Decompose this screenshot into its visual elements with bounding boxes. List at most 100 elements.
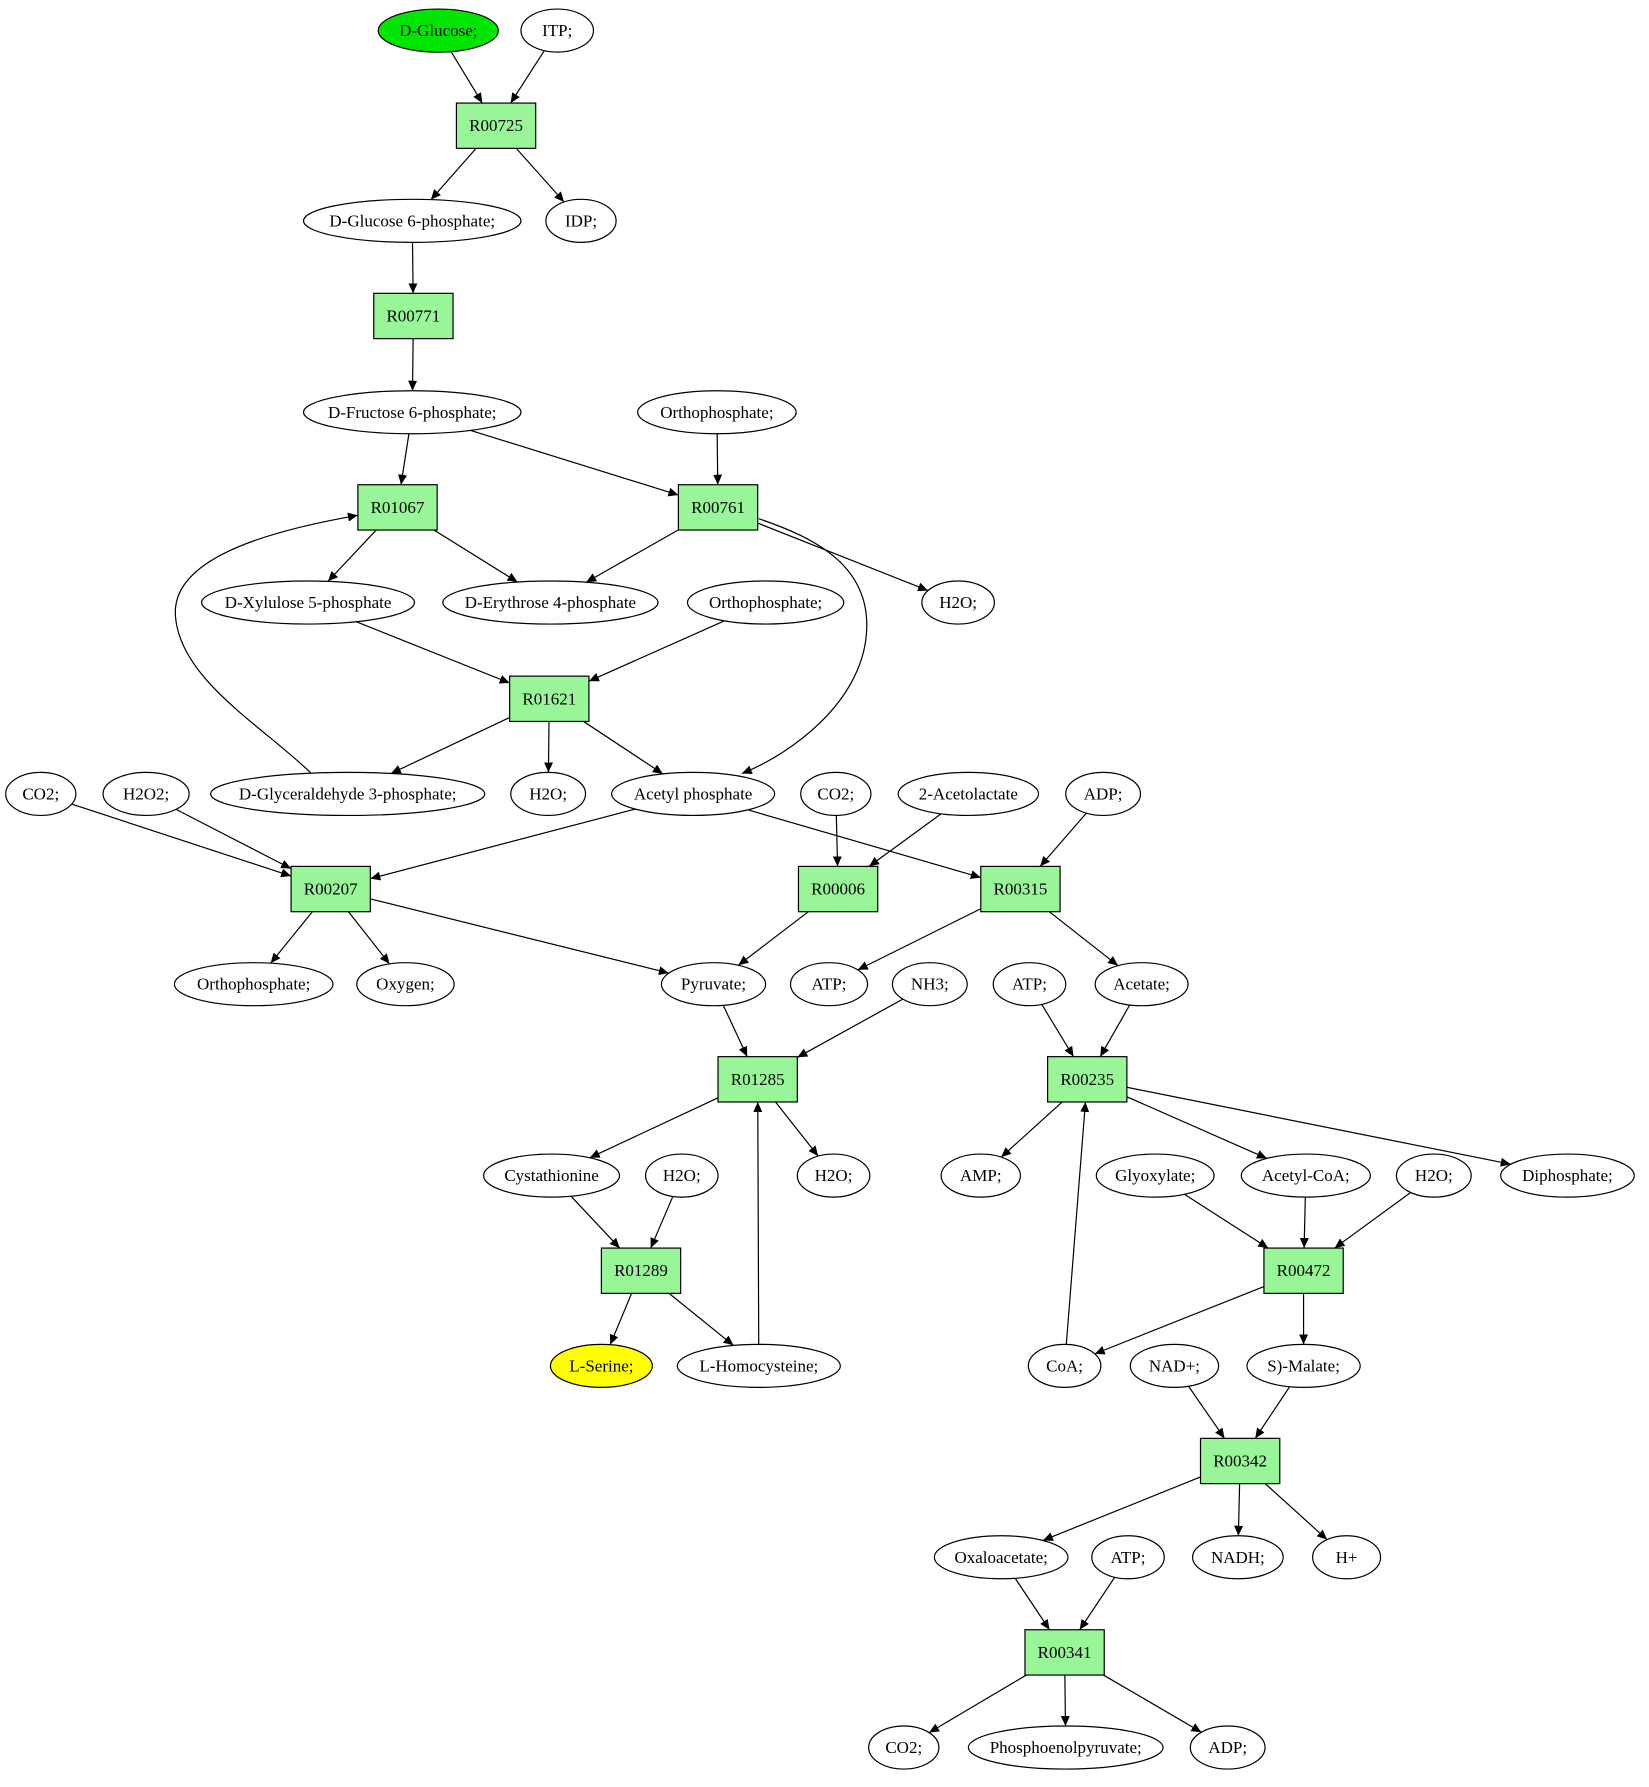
compound-ellipse	[1395, 1153, 1472, 1198]
compound-ellipse	[1094, 962, 1189, 1007]
edge-line	[757, 522, 929, 592]
node-label: R00341	[1038, 1643, 1092, 1662]
node-label: R00725	[469, 116, 523, 135]
compound-ellipse	[789, 962, 869, 1007]
compound-ellipse	[520, 8, 595, 53]
compound-node-gap: D-Glyceraldehyde 3-phosphate;	[210, 771, 486, 817]
node-label: Orthophosphate;	[709, 593, 822, 612]
edge-line	[1334, 1192, 1412, 1249]
reaction-node-r00207: R00207	[290, 865, 371, 913]
compound-node-atp1: ATP;	[789, 962, 869, 1007]
compound-node-e4p: D-Erythrose 4-phosphate	[442, 580, 659, 625]
compound-node-pi1: Orthophosphate;	[637, 390, 797, 435]
compound-node-acp: Acetyl phosphate	[610, 771, 776, 817]
compound-ellipse	[1240, 1153, 1371, 1198]
edge-r00761-to-e4p	[585, 529, 679, 583]
compound-node-g6p: D-Glucose 6-phosphate;	[302, 198, 522, 243]
edge-line	[747, 809, 981, 880]
edge-line	[857, 908, 982, 971]
node-label: AMP;	[960, 1166, 1002, 1185]
node-label: D-Fructose 6-phosphate;	[328, 403, 497, 422]
edge-line	[589, 1097, 719, 1159]
edge-hcy-to-r01285	[753, 1101, 763, 1345]
compound-ellipse	[940, 1153, 1022, 1198]
node-label: R01289	[614, 1261, 668, 1280]
edge-oaa-to-r00341	[1014, 1577, 1050, 1631]
compound-node-cth: Cystathionine	[483, 1153, 621, 1198]
edge-r01285-to-cth	[589, 1097, 719, 1159]
node-label: R00761	[691, 498, 745, 517]
node-label: R00207	[304, 880, 358, 899]
compound-ellipse	[637, 390, 797, 435]
node-label: Orthophosphate;	[197, 975, 310, 994]
target-compound-ellipse	[549, 1343, 653, 1388]
node-label: R01621	[522, 689, 576, 708]
reaction-node-r00235: R00235	[1047, 1056, 1128, 1103]
compound-ellipse	[102, 771, 190, 817]
compound-node-ser: L-Serine;	[549, 1343, 653, 1388]
edge-line	[470, 429, 679, 497]
compound-node-nad: NAD+;	[1129, 1343, 1220, 1388]
edge-line	[370, 898, 670, 976]
edge-line	[450, 51, 483, 104]
compound-ellipse	[356, 962, 455, 1007]
edge-gap-to-r01067	[174, 512, 358, 773]
reaction-box	[357, 484, 438, 531]
edge-line	[510, 50, 545, 104]
compound-node-pi3: Orthophosphate;	[173, 962, 334, 1007]
edge-line	[515, 147, 565, 203]
compound-ellipse	[1312, 1535, 1382, 1580]
edge-line	[583, 720, 664, 775]
node-label: L-Serine;	[569, 1356, 633, 1375]
edge-line	[327, 529, 377, 582]
edge-line	[430, 147, 477, 201]
compound-node-itp: ITP;	[520, 8, 595, 53]
edge-line	[722, 1005, 748, 1057]
edge-line	[797, 998, 904, 1058]
edge-line	[585, 529, 679, 583]
edge-coa-to-r00235	[1065, 1101, 1090, 1345]
edge-line	[868, 813, 942, 867]
node-label: R00342	[1213, 1451, 1267, 1470]
reaction-box	[677, 484, 759, 531]
edge-line	[1079, 1576, 1116, 1631]
compound-ellipse	[660, 962, 767, 1007]
node-label: R00235	[1060, 1070, 1114, 1089]
edge-co2b-to-r00006	[832, 815, 842, 867]
reaction-node-r00315: R00315	[980, 865, 1061, 913]
compound-node-nh3: NH3;	[891, 962, 968, 1007]
reaction-box	[1024, 1629, 1105, 1676]
compound-ellipse	[1189, 1725, 1266, 1770]
node-label: ATP;	[812, 975, 847, 994]
reaction-node-r00342: R00342	[1199, 1437, 1281, 1485]
node-label: H2O;	[663, 1166, 701, 1185]
compound-ellipse	[5, 771, 77, 817]
edge-line	[175, 808, 292, 870]
edge-line	[609, 1293, 633, 1345]
reaction-node-r00761: R00761	[677, 484, 759, 531]
compound-ellipse	[967, 1725, 1164, 1770]
compound-ellipse	[302, 390, 522, 435]
compound-ellipse	[800, 771, 872, 817]
edge-h2o4-to-r01289	[650, 1196, 674, 1249]
edge-line	[737, 911, 809, 966]
edge-line	[1099, 1004, 1131, 1057]
edge-r01621-to-h2o3	[544, 721, 554, 773]
edge-r00771-to-f6p	[408, 338, 418, 391]
edge-r00207-to-pi3	[270, 911, 313, 964]
compound-node-co2b: CO2;	[800, 771, 872, 817]
compound-node-adp2: ADP;	[1189, 1725, 1266, 1770]
compound-ellipse	[1129, 1343, 1220, 1388]
compound-node-adp1: ADP;	[1065, 771, 1142, 817]
edge-r00235-to-ppi	[1126, 1086, 1511, 1167]
compound-node-coa: CoA;	[1027, 1343, 1102, 1388]
compound-node-ace: Acetate;	[1094, 962, 1189, 1007]
compound-node-h2o2: H2O2;	[102, 771, 190, 817]
node-label: H2O;	[1415, 1166, 1453, 1185]
compound-node-pep: Phosphoenolpyruvate;	[967, 1725, 1164, 1770]
node-label: S)-Malate;	[1267, 1356, 1340, 1375]
edge-r00342-to-oaa	[1042, 1476, 1201, 1542]
edge-r00315-to-ace	[1048, 911, 1119, 967]
edge-r01621-to-gap	[390, 716, 510, 775]
